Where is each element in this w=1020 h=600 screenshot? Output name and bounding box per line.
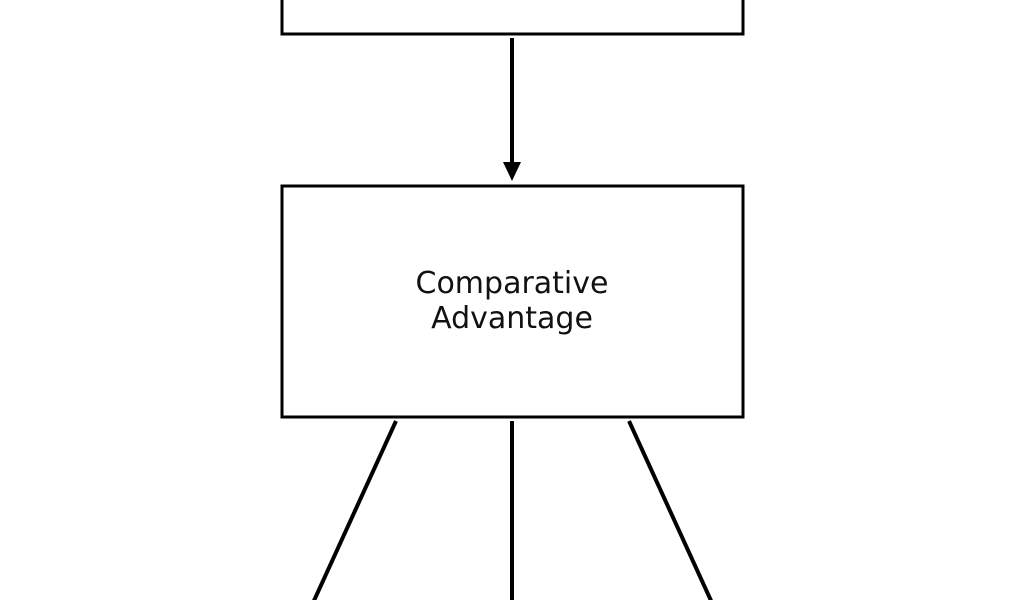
- center-box-label-line1: Comparative: [416, 266, 609, 301]
- branch-line-right: [627, 420, 713, 600]
- center-box: [280, 184, 745, 419]
- arrowhead-icon: [503, 162, 521, 181]
- branch-line-left: [312, 420, 398, 600]
- center-box-label-line2: Advantage: [431, 301, 593, 336]
- top-box: [280, 0, 745, 36]
